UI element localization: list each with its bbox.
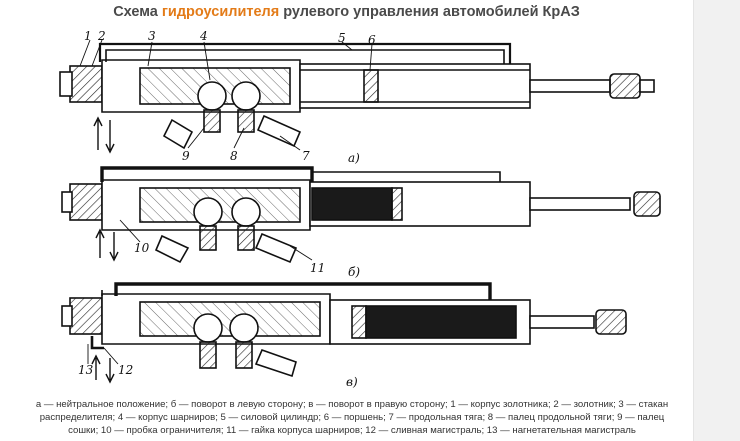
power-cylinder-a xyxy=(299,63,531,109)
panel-a-assembly xyxy=(59,42,655,154)
panel-b-assembly xyxy=(61,166,661,264)
callout-2: 2 xyxy=(97,29,106,43)
steering-rod-b xyxy=(529,197,631,211)
panel-c-label: в) xyxy=(346,375,358,389)
figure-caption: а — нейтральное положение; б — поворот в… xyxy=(18,398,686,437)
callout-3: 3 xyxy=(148,29,156,43)
callout-5: 5 xyxy=(338,31,346,45)
rod-end-b xyxy=(633,191,661,217)
steering-rod-a xyxy=(529,79,611,93)
rod-end-c xyxy=(595,309,627,335)
steering-rod-c xyxy=(529,315,595,329)
callout-9: 9 xyxy=(182,149,190,163)
caption-line-3: сошки; 10 — пробка ограничителя; 11 — га… xyxy=(68,425,636,436)
rod-end-a xyxy=(609,73,641,99)
ball-pin-a2 xyxy=(231,81,261,111)
pressure-chamber-c xyxy=(365,305,517,339)
panel-c-assembly xyxy=(61,282,627,384)
callout-8: 8 xyxy=(230,149,238,163)
ball-pin-b1 xyxy=(193,197,223,227)
piston-c xyxy=(351,305,367,339)
title-prefix: Схема xyxy=(113,4,162,20)
diagram-title: Схема гидроусилителя рулевого управления… xyxy=(0,4,693,20)
ball-pin-a1 xyxy=(197,81,227,111)
callout-7: 7 xyxy=(302,149,310,163)
callout-10: 10 xyxy=(134,241,150,255)
caption-line-1: а — нейтральное положение; б — поворот в… xyxy=(35,399,669,410)
page-scroll-gutter xyxy=(693,0,740,441)
ball-pin-b2 xyxy=(231,197,261,227)
callout-13: 13 xyxy=(78,363,94,377)
title-suffix: рулевого управления автомобилей КрАЗ xyxy=(279,4,580,20)
ball-pin-c2 xyxy=(229,313,259,343)
pressure-chamber-b xyxy=(311,187,393,221)
spool-housing-b xyxy=(69,183,103,221)
callout-12: 12 xyxy=(118,363,133,377)
piston-a xyxy=(363,69,379,103)
panel-b-label: б) xyxy=(348,265,360,279)
ball-pin-c1 xyxy=(193,313,223,343)
title-highlight: гидроусилителя xyxy=(161,4,280,20)
callout-6: 6 xyxy=(368,33,376,47)
caption-line-2: распределителя; 4 — корпус шарниров; 5 —… xyxy=(39,412,665,423)
callout-1: 1 xyxy=(84,29,92,43)
piston-b xyxy=(391,187,403,221)
spool-housing-c xyxy=(69,297,103,335)
panel-a-label: а) xyxy=(348,151,360,165)
spool-housing-a xyxy=(69,65,103,103)
callout-11: 11 xyxy=(310,261,325,275)
callout-leaders xyxy=(79,39,373,365)
callout-4: 4 xyxy=(199,29,208,43)
